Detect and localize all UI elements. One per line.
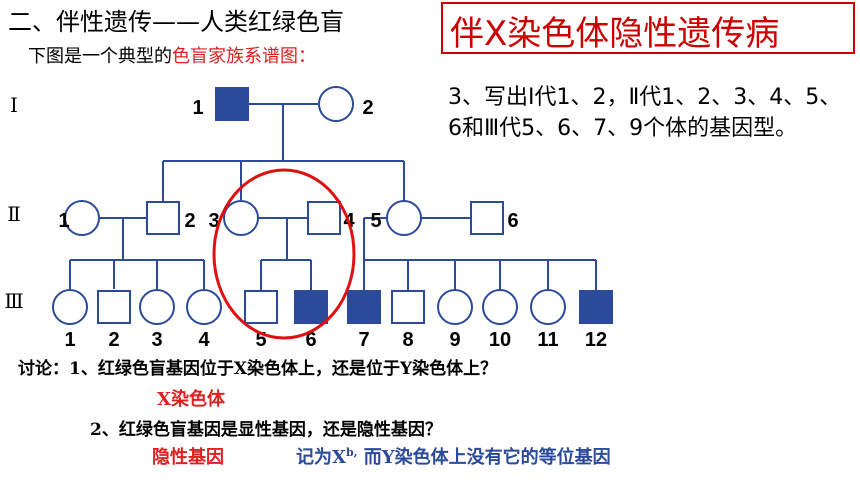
subtitle: 下图是一个典型的色盲家族系谱图：: [28, 42, 316, 68]
discussion-answer-2: 隐性基因: [152, 447, 224, 468]
allele-note: 记为Xb, 而Y染色体上没有它的等位基因: [296, 443, 611, 469]
individual-ii-3-circle: [223, 200, 259, 236]
individual-number-iii-4: 4: [198, 329, 210, 351]
subtitle-prefix: 下图是一个典型的: [28, 46, 172, 67]
individual-iii-5-square: [244, 290, 278, 324]
generation-label: Ⅲ: [4, 289, 23, 313]
topic-title: 伴X染色体隐性遗传病: [450, 14, 780, 54]
individual-iii-6-square: [294, 290, 328, 324]
question-3: 3、写出Ⅰ代1、2，Ⅱ代1、2、3、4、5、6和Ⅲ代5、6、7、9个体的基因型。: [448, 85, 842, 141]
allele-note-superscript: b,: [345, 446, 358, 459]
individual-number-iii-6: 6: [305, 329, 316, 351]
individual-number-ii-6: 6: [507, 210, 518, 232]
highlight-ellipse: [212, 168, 356, 340]
individual-number-iii-10: 10: [489, 329, 511, 351]
discussion-question-2: 2、红绿色盲基因是显性基因，还是隐性基因？: [90, 420, 442, 440]
individual-number-ii-5: 5: [370, 210, 381, 232]
allele-note-suffix: 而Y染色体上没有它的等位基因: [357, 447, 611, 468]
subtitle-highlight: 色盲家族系谱图：: [172, 46, 316, 67]
individual-iii-2-square: [97, 290, 131, 324]
individual-number-iii-12: 12: [585, 329, 607, 351]
individual-iii-7-square: [347, 290, 381, 324]
individual-number-ii-3: 3: [208, 210, 219, 232]
individual-i-2-circle: [318, 86, 354, 122]
individual-ii-5-circle: [386, 200, 422, 236]
discussion-answer-1: X染色体: [157, 389, 225, 410]
individual-number-iii-9: 9: [449, 329, 460, 351]
discussion-question-1: 讨论：1、红绿色盲基因位于X染色体上，还是位于Y染色体上？: [18, 359, 498, 379]
individual-number-iii-2: 2: [108, 329, 119, 351]
individual-iii-9-circle: [437, 289, 473, 325]
individual-i-1-square: [215, 87, 249, 121]
individual-number-iii-11: 11: [537, 329, 558, 351]
individual-number-iii-1: 1: [64, 329, 75, 351]
individual-number-i-1: 1: [192, 97, 203, 119]
topic-box: [441, 2, 855, 54]
individual-iii-10-circle: [482, 289, 518, 325]
individual-number-ii-1: 1: [58, 210, 69, 232]
individual-ii-1-circle: [64, 200, 100, 236]
individual-number-iii-3: 3: [151, 329, 162, 351]
individual-iii-11-circle: [530, 289, 566, 325]
individual-ii-4-square: [307, 201, 341, 235]
individual-number-i-2: 2: [362, 97, 373, 119]
individual-number-iii-7: 7: [358, 329, 369, 351]
individual-ii-6-square: [470, 201, 504, 235]
individual-iii-4-circle: [186, 289, 222, 325]
allele-note-prefix: 记为X: [296, 447, 346, 468]
individual-iii-12-square: [579, 290, 613, 324]
individual-number-iii-5: 5: [255, 329, 266, 351]
individual-iii-3-circle: [139, 289, 175, 325]
section-title: 二、伴性遗传——人类红绿色盲: [8, 8, 344, 36]
generation-label: Ⅱ: [7, 202, 21, 226]
individual-ii-2-square: [146, 201, 180, 235]
individual-iii-1-circle: [52, 289, 88, 325]
individual-number-ii-2: 2: [184, 210, 195, 232]
individual-number-iii-8: 8: [402, 329, 413, 351]
individual-iii-8-square: [391, 290, 425, 324]
generation-label: Ⅰ: [10, 93, 18, 117]
